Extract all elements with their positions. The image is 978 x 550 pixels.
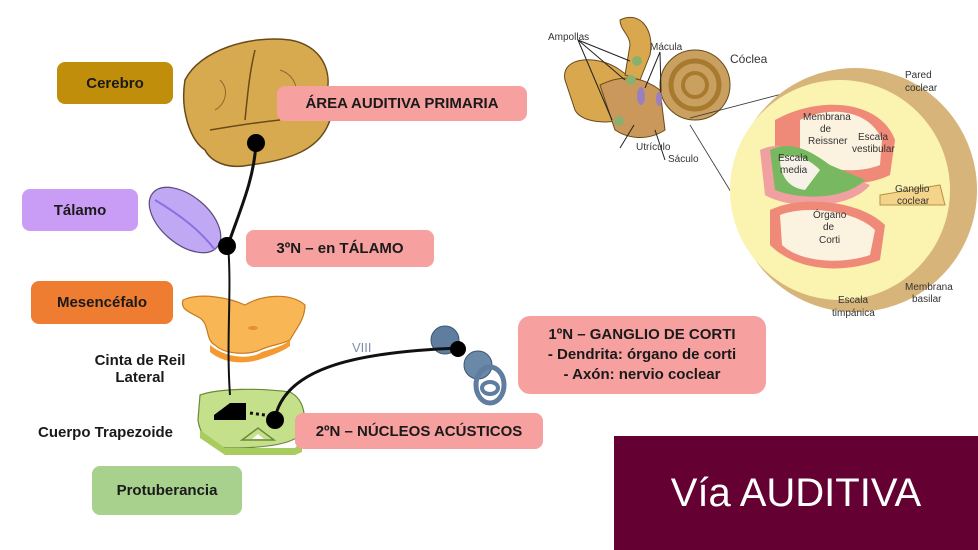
inner-ear-small-illustration	[430, 325, 507, 406]
neuron-1-line1: 1ºN – GANGLIO DE CORTI	[548, 326, 736, 343]
cerebro-label: Cerebro	[57, 62, 173, 104]
auditory-pathway	[214, 134, 466, 429]
thalamus-illustration	[148, 186, 222, 254]
label-vestibular-1: Escala	[858, 132, 888, 143]
area-auditiva-box: ÁREA AUDITIVA PRIMARIA	[277, 86, 527, 121]
label-utriculo: Utrículo	[636, 142, 671, 153]
title-banner: Vía AUDITIVA	[614, 436, 978, 550]
slide-title: Vía AUDITIVA	[670, 470, 922, 515]
label-ampollas: Ampollas	[548, 32, 589, 43]
neuron-3-body	[218, 237, 236, 255]
trapezoid-nucleus	[214, 403, 246, 420]
label-organo-3: Corti	[819, 235, 840, 246]
label-media-2: media	[780, 165, 808, 176]
label-ganglio-1: Ganglio	[895, 184, 930, 195]
neuron-1-box: 1ºN – GANGLIO DE CORTI - Dendrita: órgan…	[518, 316, 766, 394]
inner-ear-illustration	[564, 17, 806, 211]
label-organo-1: Órgano	[813, 208, 847, 221]
label-media-1: Escala	[778, 153, 808, 164]
mesencephalon-illustration	[181, 295, 306, 363]
nerve-viii-label: VIII	[352, 340, 372, 355]
label-macula: Mácula	[650, 42, 683, 53]
label-timpanica-2: timpánica	[832, 308, 875, 319]
label-vestibular-2: vestibular	[852, 144, 895, 155]
neuron-2-body	[266, 411, 284, 429]
pons-illustration	[197, 388, 305, 455]
cochlea-cross-section	[730, 68, 977, 312]
label-timpanica-1: Escala	[838, 295, 868, 306]
talamo-label: Tálamo	[22, 189, 138, 231]
mesencefalo-label: Mesencéfalo	[31, 281, 173, 324]
label-reissner-2: de	[820, 124, 832, 135]
neuron-3-terminal	[247, 134, 265, 152]
label-pared: Pared	[905, 70, 932, 81]
cuerpo-trapezoide-label: Cuerpo Trapezoide	[38, 424, 174, 441]
neuron-1-line2: - Dendrita: órgano de corti	[547, 346, 737, 363]
neuron-2-box: 2ºN – NÚCLEOS ACÚSTICOS	[295, 413, 543, 449]
neuron-3-box: 3ºN – en TÁLAMO	[246, 230, 434, 267]
cinta-reil-line1: Cinta de Reil	[94, 352, 186, 369]
neuron-1-body	[450, 341, 466, 357]
label-basilar-2: basilar	[912, 294, 942, 305]
label-ganglio-2: coclear	[897, 196, 930, 207]
cinta-reil-line2: Lateral	[115, 369, 165, 386]
label-reissner-1: Membrana	[803, 112, 851, 123]
label-basilar-1: Membrana	[905, 282, 953, 293]
neuron-1-line3: - Axón: nervio coclear	[563, 366, 721, 383]
label-pared-2: coclear	[905, 83, 938, 94]
label-reissner-3: Reissner	[808, 136, 848, 147]
protuberancia-label: Protuberancia	[92, 466, 242, 515]
label-organo-2: de	[823, 222, 835, 233]
label-coclea: Cóclea	[730, 52, 768, 66]
label-saculo: Sáculo	[668, 154, 699, 165]
cinta-reil-label: Cinta de Reil Lateral	[80, 352, 200, 386]
brain-illustration	[183, 38, 331, 167]
